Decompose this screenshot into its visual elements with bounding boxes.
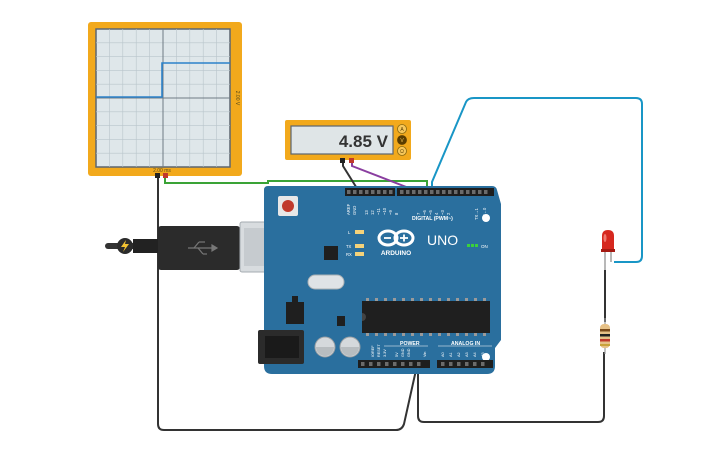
pin-label-13: 13 [364, 210, 369, 215]
lightning-icon [121, 240, 129, 252]
pin-label-2: 2 [446, 212, 451, 215]
multimeter-mode-ohm-button[interactable] [397, 146, 407, 156]
voltage-regulator [286, 302, 304, 324]
wire-green-scope-to-pin3[interactable] [164, 176, 428, 193]
pin-label-5v: 5V [395, 352, 399, 357]
digital-pin-labels: AREF GND 13 12 ~11 ~10 ~9 8 7 ~6 ~5 4 ~3… [346, 203, 487, 220]
resistor[interactable] [600, 318, 610, 354]
power-header-label: POWER [400, 341, 420, 347]
pin-label-1: TX→1 [474, 207, 479, 220]
pin-label-gnd: GND [352, 206, 357, 215]
oscilloscope[interactable]: 2.00 V 2.00 ms [88, 22, 242, 178]
pin-label-gnd2: GND [407, 348, 411, 357]
oscilloscope-trace [96, 62, 230, 98]
usb-interface-chip [324, 246, 338, 260]
multimeter-mode-a-button[interactable] [397, 124, 407, 134]
arduino-uno-board[interactable]: AREF GND 13 12 ~11 ~10 ~9 8 7 ~6 ~5 4 ~3… [258, 186, 501, 374]
pin-label-a4: A4 [473, 352, 477, 357]
pin-label-5: ~5 [428, 210, 433, 215]
pin-label-6: ~6 [422, 210, 427, 215]
analog-header-label: ANALOG IN [451, 341, 480, 347]
reset-button[interactable] [278, 196, 298, 216]
analog-pin-labels: A0 A1 A2 A3 A4 A5 [441, 352, 485, 357]
power-led: ON [467, 244, 488, 249]
atmega-microcontroller [362, 298, 490, 336]
capacitors [314, 336, 361, 358]
multimeter-mode-v-label: V [400, 138, 404, 144]
pin-label-11: ~11 [376, 208, 381, 215]
led-label-tx: TX [346, 244, 352, 249]
oscilloscope-probe-negative[interactable] [155, 173, 160, 178]
pin-label-12: 12 [370, 210, 375, 215]
power-led-label: ON [481, 244, 488, 249]
pin-label-ioref: IOREF [371, 345, 375, 357]
dc-power-jack[interactable] [258, 330, 304, 364]
pin-label-a1: A1 [449, 352, 453, 357]
wire-black-gnd-to-resistor[interactable] [417, 352, 605, 423]
digital-header[interactable] [345, 188, 494, 196]
power-header[interactable] [358, 360, 430, 368]
multimeter-probe-com[interactable] [340, 158, 345, 163]
led-label-rx: RX [346, 252, 352, 257]
wire-black-scope-to-gnd[interactable] [157, 176, 417, 431]
pin-label-3v3: 3.3V [383, 349, 387, 357]
power-pin-labels: IOREF RESET 3.3V 5V GND GND Vin [371, 344, 427, 357]
pin-label-aref: AREF [346, 203, 351, 215]
arduino-logo: ARDUINO [377, 229, 415, 257]
pin-label-vin: Vin [423, 352, 427, 357]
pin-label-0: RX←0 [482, 207, 487, 220]
pin-label-a2: A2 [457, 352, 461, 357]
pin-label-a5: A5 [481, 352, 485, 357]
pin-label-3: ~3 [440, 210, 445, 215]
status-leds: L TX RX [346, 230, 364, 257]
multimeter-probe-positive[interactable] [349, 158, 354, 163]
pin-label-4: 4 [434, 212, 439, 215]
pin-label-7: 7 [416, 212, 421, 215]
oscilloscope-time-label: 2.00 ms [153, 168, 171, 174]
multimeter[interactable]: 4.85 V A V Ω [285, 120, 411, 163]
pin-label-9: ~9 [388, 210, 393, 215]
analog-header[interactable] [437, 360, 493, 368]
oscilloscope-probe-positive[interactable] [163, 173, 168, 178]
arduino-model-text: UNO [427, 232, 458, 248]
multimeter-mode-buttons: A V Ω [397, 124, 407, 156]
led-label-l: L [348, 230, 351, 235]
multimeter-mode-a-label: A [400, 127, 404, 133]
crystal-oscillator [307, 274, 345, 290]
digital-header-label: DIGITAL (PWM~) [412, 216, 453, 222]
pin-label-gnd1: GND [401, 348, 405, 357]
multimeter-mode-ohm-label: Ω [400, 149, 404, 155]
red-led[interactable] [601, 230, 615, 270]
oscilloscope-scale-label: 2.00 V [234, 91, 240, 106]
pin-label-reset: RESET [377, 344, 381, 357]
pin-label-a3: A3 [465, 352, 469, 357]
pin-label-a0: A0 [441, 352, 445, 357]
multimeter-mode-v-button[interactable] [397, 135, 407, 145]
arduino-brand-text: ARDUINO [381, 250, 411, 257]
pin-label-8: 8 [394, 212, 399, 215]
usb-symbol-icon [188, 241, 219, 255]
pin-label-10: ~10 [382, 207, 387, 215]
multimeter-reading: 4.85 V [339, 132, 389, 151]
wire-blue-pin-to-led[interactable] [431, 97, 643, 263]
